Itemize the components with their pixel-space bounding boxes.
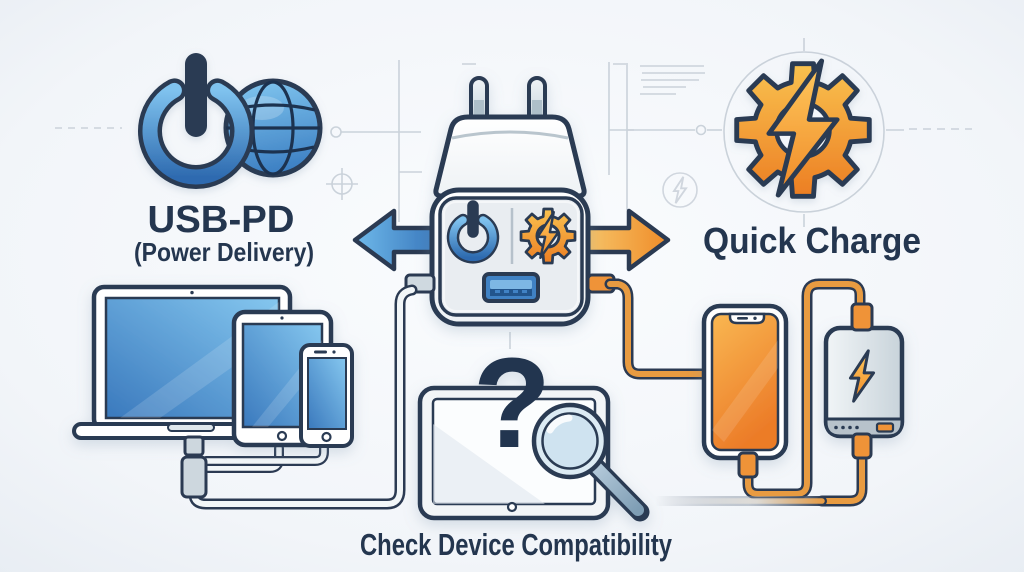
usb-pd-devices (72, 284, 354, 448)
charger (429, 76, 591, 327)
smartphone-blue (299, 343, 354, 448)
smartphone-orange (701, 303, 789, 461)
smartphone-speaker (314, 350, 327, 354)
usb-port (482, 272, 540, 303)
compat-tablet-home-button (506, 501, 518, 513)
usb-pd-sublabel: (Power Delivery) (134, 237, 314, 267)
tablet-camera (280, 316, 284, 320)
smartphone-bottom-plug (737, 451, 759, 479)
blueprint-hatch-lines (640, 65, 705, 95)
check-compatibility-label: Check Device Compatibility (360, 527, 673, 562)
charger-gear-lightning-icon (519, 207, 577, 265)
cable-hub-connector (180, 455, 208, 499)
magnifier-icon (531, 402, 650, 522)
power-bank-led-dots (834, 425, 859, 430)
power-bank (823, 325, 905, 439)
blueprint-crosshair (326, 168, 358, 200)
blueprint-circle-gear (723, 51, 885, 213)
quick-charge-cables (604, 278, 868, 507)
laptop-camera (190, 290, 194, 295)
compatibility-check: ? (417, 332, 650, 522)
smartphone-blue-screen (307, 357, 347, 430)
blueprint-lines (55, 38, 972, 349)
tablet-home-button (276, 430, 288, 442)
quick-charge-label: Quick Charge (703, 220, 921, 261)
usb-pd-badge (138, 53, 323, 189)
usb-pd-cables (188, 284, 418, 510)
smartphone-home-button (321, 431, 332, 443)
charger-power-icon (446, 200, 500, 264)
usb-pd-label: USB-PD (148, 199, 295, 241)
power-icon (138, 53, 254, 189)
quick-charge-badge (737, 61, 870, 196)
laptop-cable-plug (183, 435, 205, 457)
charger-cap (433, 114, 587, 199)
power-bank-port (875, 422, 895, 433)
power-bank-top-plug (850, 302, 874, 332)
blueprint-bolt-badge (662, 172, 698, 208)
power-bank-bottom-plug (851, 432, 873, 460)
